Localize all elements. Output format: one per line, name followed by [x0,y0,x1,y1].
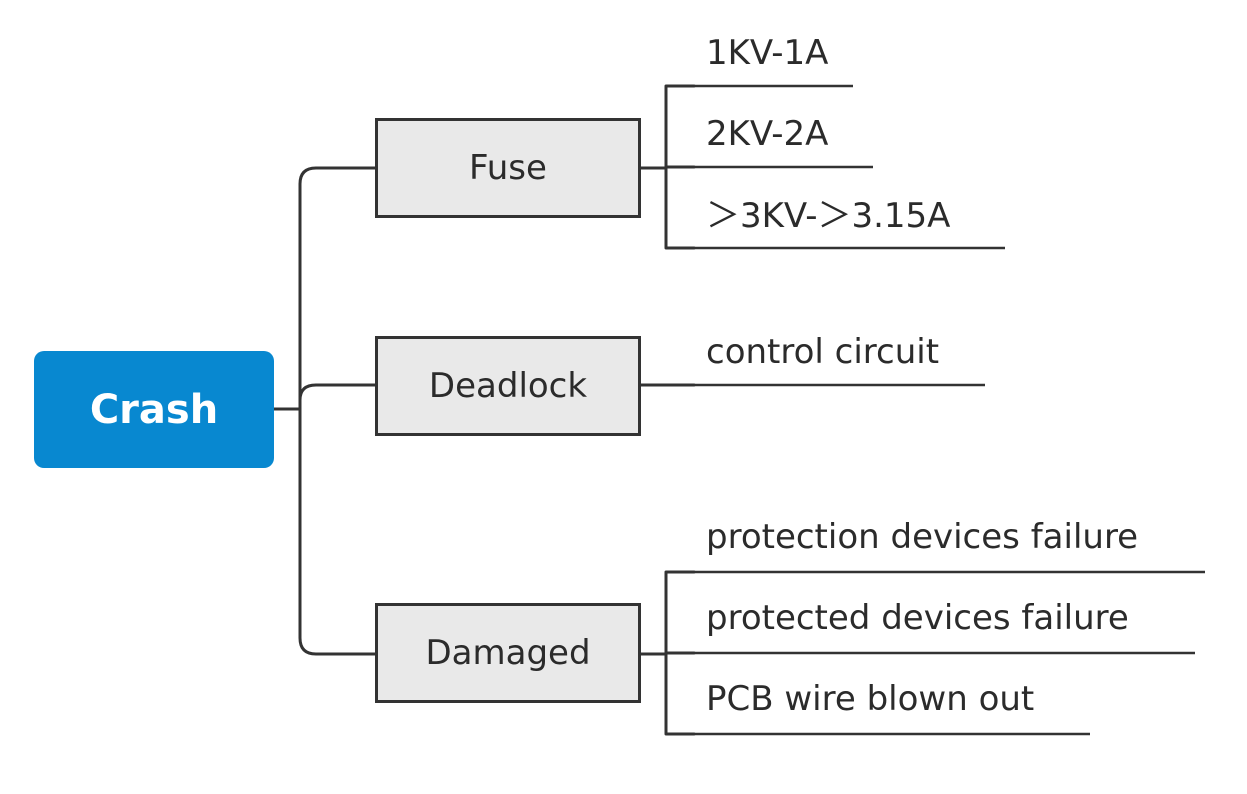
leaf-damaged-protected-devices-failure[interactable]: protected devices failure [706,598,1129,638]
leaf-fuse-3kv-3-15a[interactable]: ＞3KV-＞3.15A [706,196,951,236]
root-node-crash[interactable]: Crash [34,351,274,468]
leaf-fuse-1kv-1a[interactable]: 1KV-1A [706,33,829,73]
branch-node-label: Deadlock [428,366,588,406]
leaf-fuse-2kv-2a[interactable]: 2KV-2A [706,114,829,154]
leaf-deadlock-control-circuit[interactable]: control circuit [706,332,940,372]
branch-node-label: Fuse [469,148,547,188]
leaf-damaged-protection-devices-failure[interactable]: protection devices failure [706,517,1139,557]
leaf-damaged-pcb-wire-blown-out[interactable]: PCB wire blown out [706,679,1035,719]
branch-node-damaged[interactable]: Damaged [375,603,641,703]
branch-node-deadlock[interactable]: Deadlock [375,336,641,436]
root-node-label: Crash [89,386,219,433]
branch-node-label: Damaged [425,633,591,673]
branch-node-fuse[interactable]: Fuse [375,118,641,218]
